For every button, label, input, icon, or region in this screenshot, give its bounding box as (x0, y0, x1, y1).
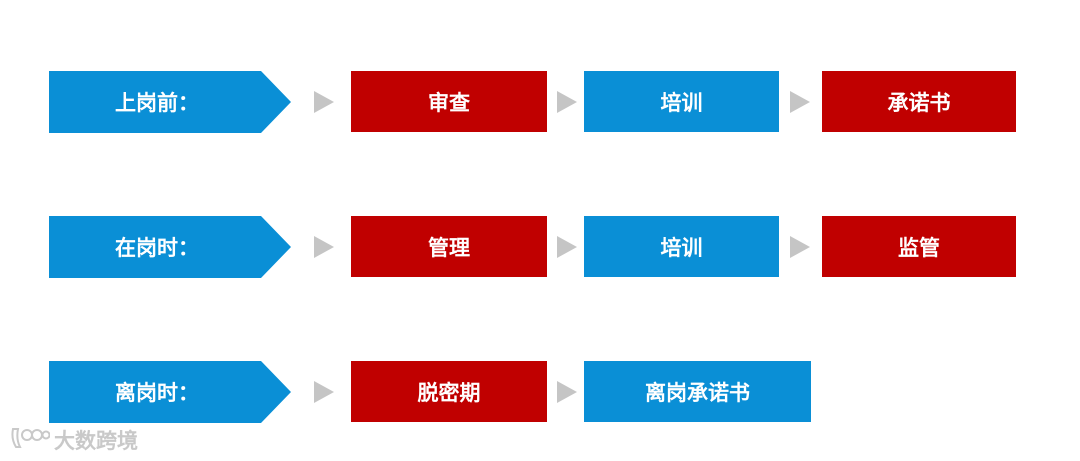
step-box: 审查 (351, 71, 547, 132)
flow-row-on-job: 在岗时： 管理 培训 监管 (0, 216, 1080, 278)
arrow-right-icon (557, 381, 577, 403)
arrow-right-icon (557, 236, 577, 258)
arrow-right-icon (314, 381, 334, 403)
arrow-right-icon (557, 91, 577, 113)
brand-logo-icon (10, 425, 51, 456)
step-box: 培训 (584, 71, 779, 132)
step-box: 培训 (584, 216, 779, 277)
flow-row-pre-job: 上岗前： 审查 培训 承诺书 (0, 71, 1080, 133)
watermark-text: 大数跨境 (54, 429, 138, 453)
watermark: 大数跨境 (10, 425, 138, 455)
step-box: 管理 (351, 216, 547, 277)
flow-row-leaving-job: 离岗时： 脱密期 离岗承诺书 (0, 361, 1080, 423)
arrow-right-icon (314, 236, 334, 258)
step-box: 监管 (822, 216, 1016, 277)
arrow-right-icon (790, 236, 810, 258)
stage-label: 离岗时： (49, 361, 291, 423)
arrow-right-icon (790, 91, 810, 113)
stage-label: 在岗时： (49, 216, 291, 278)
stage-label: 上岗前： (49, 71, 291, 133)
step-box: 离岗承诺书 (584, 361, 811, 422)
arrow-right-icon (314, 91, 334, 113)
step-box: 脱密期 (351, 361, 547, 422)
step-box: 承诺书 (822, 71, 1016, 132)
